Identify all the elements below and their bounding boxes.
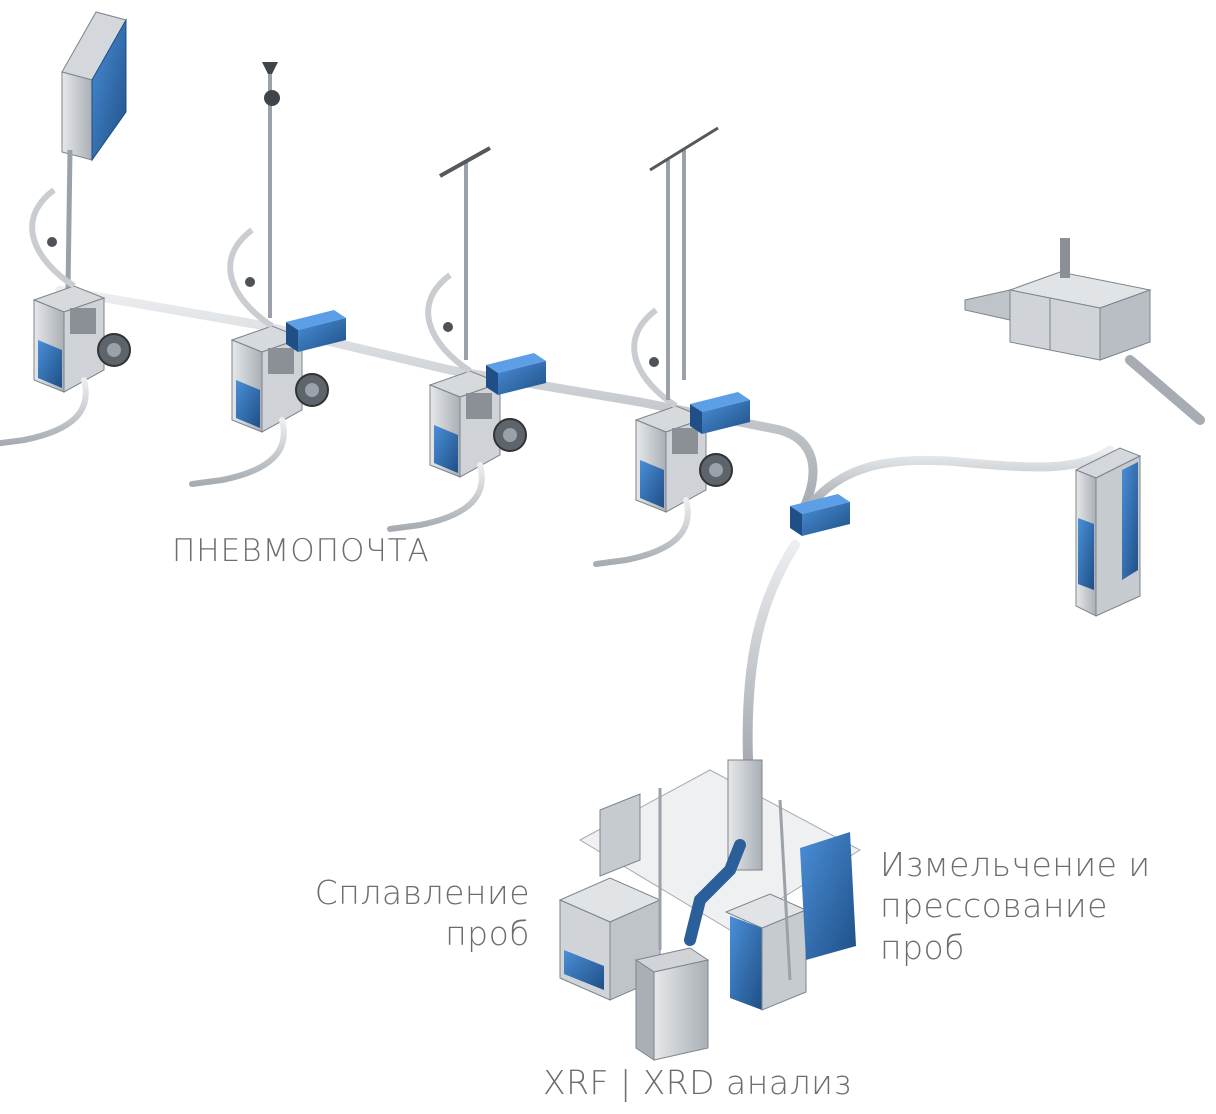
cabinet-unit bbox=[61, 11, 127, 291]
label-grinding-line1: Измельчение и bbox=[880, 845, 1151, 884]
label-fusion-line2: проб bbox=[445, 914, 530, 954]
sampler-station-3 bbox=[390, 275, 526, 529]
robotic-analysis-cell bbox=[558, 759, 862, 1061]
label-grinding-pressing: Измельчение и прессование проб bbox=[880, 844, 1151, 968]
label-pneumatic-post: ПНЕВМОПОЧТА bbox=[172, 533, 430, 569]
sampler-station-1 bbox=[0, 190, 130, 444]
label-fusion-line1: Сплавление bbox=[314, 873, 530, 912]
label-grinding-line3: проб bbox=[880, 927, 965, 967]
label-grinding-line2: прессование bbox=[880, 886, 1108, 926]
sampling-masts bbox=[268, 70, 686, 400]
sampler-station-4 bbox=[596, 310, 732, 564]
pneumatic-tube-line bbox=[55, 285, 1115, 765]
furnace-unit bbox=[964, 238, 1205, 425]
transfer-box-3 bbox=[690, 392, 750, 434]
sampler-station-2 bbox=[192, 230, 328, 484]
transfer-box-4 bbox=[790, 494, 850, 536]
lab-tower-unit bbox=[1074, 447, 1142, 617]
label-sample-fusion: Сплавление проб bbox=[315, 872, 530, 955]
label-xrf-xrd-analysis: XRF | XRD анализ bbox=[543, 1063, 852, 1102]
